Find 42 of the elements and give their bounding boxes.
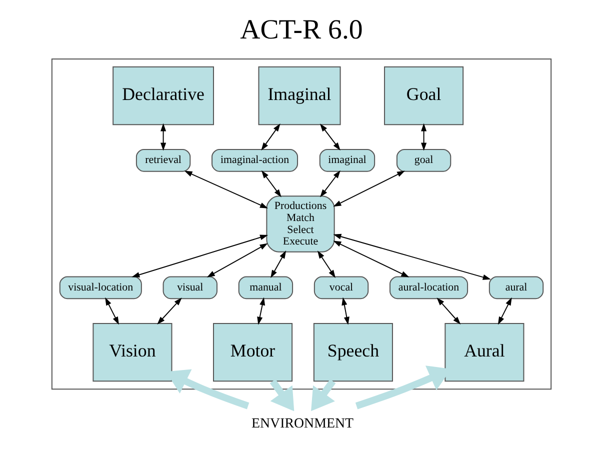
node-box: visual xyxy=(162,276,217,300)
node-box: retrieval xyxy=(135,148,190,172)
arrow xyxy=(332,240,409,278)
node-box: Speech xyxy=(312,322,392,382)
node-box: Productions Match Select Execute xyxy=(266,196,334,252)
arrow xyxy=(320,170,340,198)
node-box: imaginal-action xyxy=(211,148,298,172)
node-box: Declarative xyxy=(112,66,214,126)
arrow xyxy=(260,170,281,198)
arrow xyxy=(497,297,512,325)
arrow xyxy=(316,250,336,278)
arrow xyxy=(436,298,460,325)
node-box: goal xyxy=(396,148,451,172)
arrow xyxy=(160,123,166,151)
node-box: Aural xyxy=(444,322,524,382)
node-box: manual xyxy=(238,276,293,300)
arrow xyxy=(156,298,182,324)
diagram-title: ACT-R 6.0 xyxy=(240,14,362,46)
arrow xyxy=(260,124,280,150)
node-text: ENVIRONMENT xyxy=(251,416,353,432)
arrow xyxy=(270,250,286,278)
node-box: Imaginal xyxy=(258,66,340,126)
node-box: aural-location xyxy=(389,276,468,300)
node-box: imaginal xyxy=(318,148,375,172)
arrow xyxy=(332,170,405,207)
arrow xyxy=(319,124,340,150)
arrow xyxy=(269,379,294,412)
node-box: aural xyxy=(488,276,544,300)
arrow xyxy=(341,297,349,325)
arrow xyxy=(184,170,268,208)
node-box: Vision xyxy=(92,322,172,382)
arrow xyxy=(104,297,118,325)
arrow xyxy=(310,379,336,412)
arrow xyxy=(256,297,265,325)
node-box: Motor xyxy=(212,322,292,382)
node-box: Goal xyxy=(384,66,464,126)
arrow xyxy=(131,234,268,278)
node-box: visual-location xyxy=(58,276,142,300)
arrow xyxy=(206,243,268,278)
arrow xyxy=(420,123,426,151)
node-box: vocal xyxy=(313,276,368,300)
arrow xyxy=(332,234,490,280)
